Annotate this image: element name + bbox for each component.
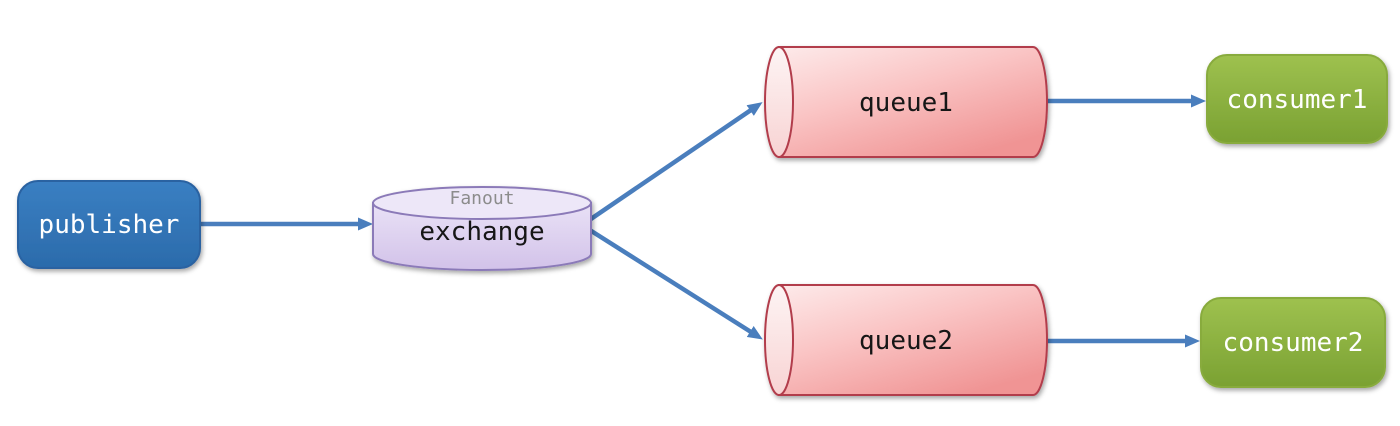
exchange-label: exchange xyxy=(419,217,544,247)
exchange-body xyxy=(372,202,592,271)
consumer1-shape xyxy=(1206,54,1388,144)
queue1-node: queue1 xyxy=(764,46,1048,158)
consumer2-node: consumer2 xyxy=(1200,297,1386,388)
consumer1-node: consumer1 xyxy=(1206,54,1388,144)
queue2-body xyxy=(778,284,1048,396)
exchange-cap xyxy=(372,186,592,220)
publisher-node: publisher xyxy=(17,180,201,269)
edges xyxy=(195,94,1206,348)
publisher-shape xyxy=(17,180,201,269)
queue1-body xyxy=(778,46,1048,158)
queue1-cap xyxy=(764,46,794,158)
publisher-label: publisher xyxy=(39,210,180,240)
queue2-cap xyxy=(764,284,794,396)
queue1-label: queue1 xyxy=(859,88,953,118)
consumer2-shape xyxy=(1200,297,1386,388)
consumer2-label: consumer2 xyxy=(1223,328,1364,358)
queue2-label: queue2 xyxy=(859,326,953,356)
edge-exchange-queue2 xyxy=(583,225,763,340)
exchange-node: Fanout exchange xyxy=(372,186,592,271)
queue2-node: queue2 xyxy=(764,284,1048,396)
consumer1-label: consumer1 xyxy=(1227,85,1368,115)
exchange-type-label: Fanout xyxy=(449,188,514,209)
edge-exchange-queue1 xyxy=(583,102,763,225)
